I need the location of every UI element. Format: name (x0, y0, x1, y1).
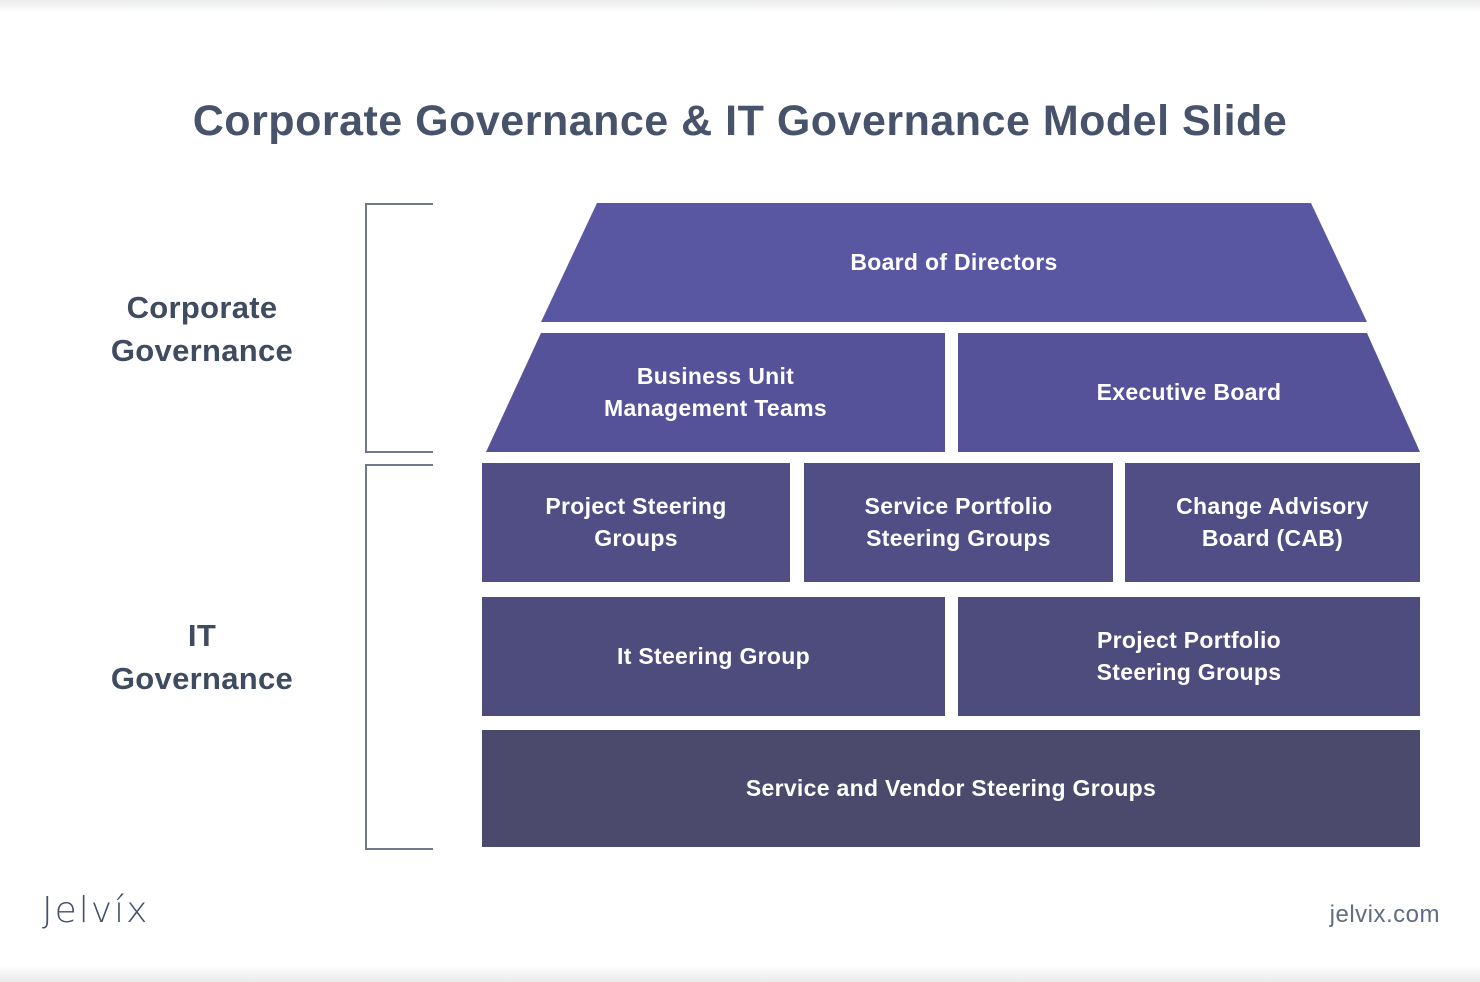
pyramid-box-business-unit-management-teams: Business Unit Management Teams (486, 333, 945, 452)
bracket-it-governance (365, 464, 433, 850)
page-title: Corporate Governance & IT Governance Mod… (192, 96, 1288, 145)
pyramid-box-service-and-vendor-steering-groups: Service and Vendor Steering Groups (482, 730, 1420, 847)
pyramid-box-service-portfolio-steering-groups: Service Portfolio Steering Groups (804, 463, 1113, 582)
bracket-corporate-governance (365, 203, 433, 453)
section-label-corporate-governance: Corporate Governance (110, 290, 294, 369)
top-edge-band (0, 0, 1480, 12)
bottom-edge-band (0, 967, 1480, 982)
website-url: jelvix.com (1329, 901, 1440, 928)
pyramid-box-it-steering-group: It Steering Group (482, 597, 945, 716)
pyramid-box-project-steering-groups: Project Steering Groups (482, 463, 790, 582)
jelvix-logo: Jelvíx (42, 890, 150, 931)
pyramid-box-board-of-directors: Board of Directors (541, 203, 1367, 322)
pyramid-box-project-portfolio-steering-groups: Project Portfolio Steering Groups (958, 597, 1420, 716)
section-label-it-governance: IT Governance (110, 618, 294, 697)
pyramid-box-executive-board: Executive Board (958, 333, 1420, 452)
pyramid-box-change-advisory-board: Change Advisory Board (CAB) (1125, 463, 1420, 582)
